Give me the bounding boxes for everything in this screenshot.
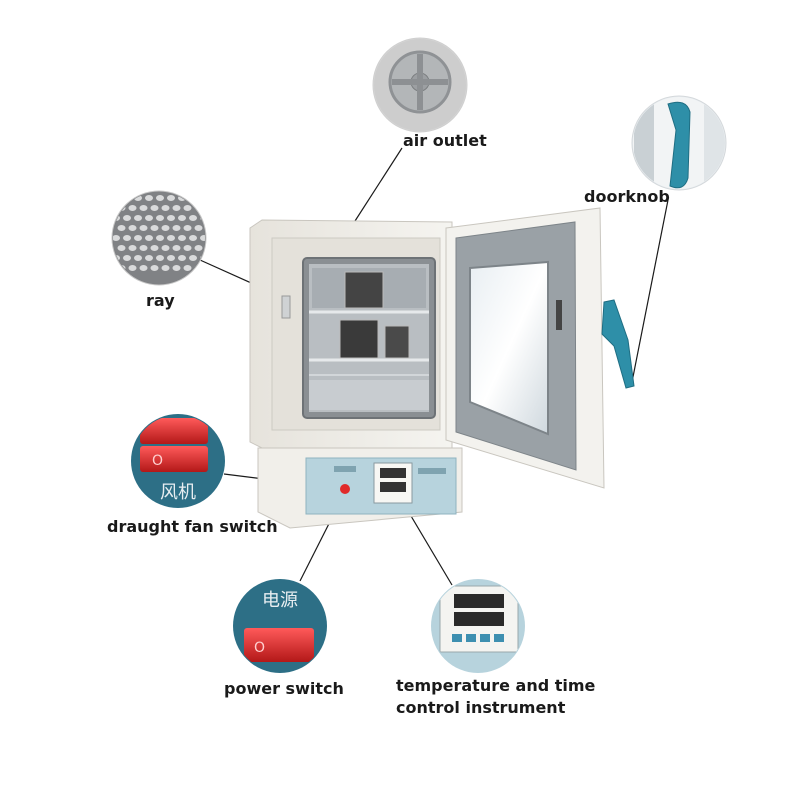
tray-hole: [200, 195, 205, 201]
tray-hole: [145, 195, 153, 201]
fan-off-symbol: O: [152, 453, 163, 469]
tray-hole: [139, 265, 148, 271]
tray-hole: [150, 265, 159, 271]
leader-doorknob: [631, 199, 669, 383]
tray-hole: [178, 235, 186, 241]
tray-hole: [178, 255, 186, 261]
tray-hole: [145, 255, 153, 261]
tray-hole: [206, 245, 214, 251]
tray-hole: [123, 195, 131, 201]
tray-hole: [183, 245, 192, 251]
power-chinese-label: 电源: [262, 590, 298, 611]
tray-hole: [183, 205, 192, 211]
fan-chinese-label: 风机: [160, 482, 196, 503]
tray-hole: [134, 215, 142, 221]
tray-hole: [206, 225, 214, 231]
tray-hole: [113, 235, 120, 241]
tray-hole: [139, 225, 148, 231]
tray-hole: [150, 245, 159, 251]
tray-hole: [183, 225, 192, 231]
tray-hole: [167, 235, 175, 241]
tray-hole: [150, 205, 159, 211]
tray-hole: [123, 235, 131, 241]
inset-air-outlet: [372, 37, 468, 133]
oven-body: [249, 219, 463, 529]
tray-hole: [156, 215, 164, 221]
label-temperature-instrument: temperature and time control instrument: [396, 675, 596, 719]
tray-hole: [172, 205, 181, 211]
label-ray: ray: [146, 291, 175, 310]
tray-hole: [134, 255, 142, 261]
tray-hole: [128, 245, 137, 251]
tray-hole: [156, 195, 164, 201]
tray-hole: [128, 205, 137, 211]
tray-hole: [194, 225, 203, 231]
tray-hole: [145, 215, 153, 221]
tray-hole: [113, 195, 120, 201]
tray-hole: [172, 265, 181, 271]
tray-hole: [128, 225, 137, 231]
tray-hole: [189, 215, 197, 221]
label-doorknob: doorknob: [584, 187, 670, 206]
tray-hole: [150, 225, 159, 231]
tray-hole: [117, 225, 126, 231]
tray-hole: [172, 245, 181, 251]
fan-switch-on-oven: [340, 484, 350, 494]
tray-hole: [161, 245, 170, 251]
inset-doorknob: [631, 95, 727, 191]
label-power-switch: power switch: [224, 679, 344, 698]
oven-door: [445, 207, 635, 489]
tray-hole: [156, 235, 164, 241]
tray-hole: [167, 255, 175, 261]
tray-hole: [117, 245, 126, 251]
tray-hole: [200, 235, 205, 241]
power-off-symbol: O: [254, 640, 265, 656]
tray-hole: [167, 215, 175, 221]
label-temperature-line1: temperature and time: [396, 676, 596, 695]
inset-temperature-instrument: [431, 579, 525, 673]
tray-hole: [189, 235, 197, 241]
tray-hole: [172, 225, 181, 231]
label-air-outlet: air outlet: [403, 131, 487, 150]
tray-hole: [128, 265, 137, 271]
tray-hole: [167, 195, 175, 201]
tray-hole: [134, 235, 142, 241]
tray-hole: [161, 205, 170, 211]
label-temperature-line2: control instrument: [396, 698, 566, 717]
tray-hole: [194, 245, 203, 251]
tray-hole: [123, 255, 131, 261]
tray-hole: [189, 255, 197, 261]
label-draught-fan-switch: draught fan switch: [107, 517, 278, 536]
tray-hole: [139, 245, 148, 251]
tray-hole: [189, 195, 197, 201]
tray-hole: [139, 205, 148, 211]
tray-hole: [178, 215, 186, 221]
tray-hole: [183, 265, 192, 271]
leader-air-outlet: [354, 147, 403, 222]
inset-ray: [111, 190, 214, 286]
tray-hole: [161, 265, 170, 271]
door-handle: [601, 299, 635, 389]
tray-hole: [156, 255, 164, 261]
tray-hole: [206, 205, 214, 211]
tray-hole: [145, 235, 153, 241]
inset-power-switch: 电源 O: [233, 579, 327, 673]
tray-hole: [161, 225, 170, 231]
tray-hole: [123, 215, 131, 221]
inset-draught-fan-switch: O 风机: [131, 414, 225, 508]
